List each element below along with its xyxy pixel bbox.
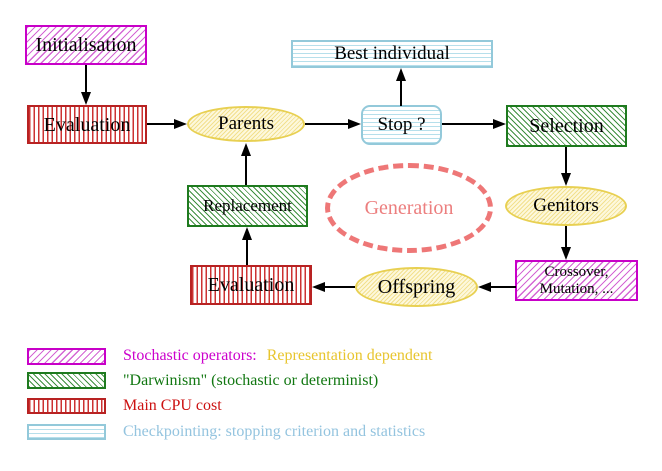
legend-swatch-stochastic (27, 348, 106, 365)
node-replacement-label: Replacement (203, 195, 292, 215)
node-selection-label: Selection (529, 115, 604, 137)
arrow-genitors-to-crossover-line (565, 226, 567, 249)
arrow-replacement-to-parents-head (241, 143, 251, 156)
node-evaluation-bottom-label: Evaluation (207, 274, 295, 296)
node-offspring: Offspring (355, 267, 478, 307)
arrow-parents-to-stop-line (305, 123, 350, 125)
arrow-stop-to-selection-head (493, 119, 506, 129)
generation-cycle-ellipse: Generation (325, 163, 493, 253)
node-selection: Selection (506, 105, 627, 147)
node-mutation-label: Mutation, ... (539, 280, 614, 297)
legend-stochastic-text: Stochastic operators: (123, 347, 257, 364)
arrow-crossover-to-offspring-head (478, 282, 491, 292)
node-crossover-mutation: Crossover, Mutation, ... (515, 260, 638, 301)
legend-swatch-cpu-cost (27, 398, 106, 414)
arrow-selection-to-genitors-head (561, 173, 571, 186)
arrow-stop-to-best-line (400, 80, 402, 106)
node-parents-label: Parents (218, 112, 274, 134)
node-stop: Stop ? (361, 105, 442, 145)
node-best-individual-label: Best individual (334, 42, 450, 64)
legend-swatch-checkpointing (27, 424, 106, 440)
arrow-selection-to-genitors-line (565, 147, 567, 175)
node-genitors: Genitors (505, 186, 627, 226)
legend-representation-text: Representation dependent (266, 347, 433, 364)
arrow-stop-to-best-head (396, 68, 406, 81)
node-replacement: Replacement (187, 185, 308, 227)
node-crossover-label: Crossover, (544, 264, 609, 280)
node-stop-label: Stop ? (377, 113, 426, 135)
arrow-stop-to-selection-line (442, 123, 495, 125)
legend-label-checkpointing: Checkpointing: stopping criterion and st… (123, 423, 426, 440)
arrow-crossover-to-offspring-line (490, 286, 516, 288)
arrow-eval-to-replacement-head (242, 227, 252, 240)
node-initialisation: Initialisation (25, 25, 147, 65)
arrow-replacement-to-parents-line (245, 155, 247, 185)
node-evaluation-top: Evaluation (27, 105, 147, 144)
node-evaluation-top-label: Evaluation (43, 113, 131, 136)
arrow-offspring-to-eval-line (324, 286, 355, 288)
node-offspring-label: Offspring (377, 276, 456, 298)
arrow-init-to-eval-line (85, 65, 87, 94)
node-best-individual: Best individual (291, 40, 493, 68)
legend-label-stochastic: Stochastic operators: Representation dep… (123, 347, 432, 365)
arrow-eval-to-replacement-line (246, 239, 248, 265)
arrow-offspring-to-eval-head (312, 282, 325, 292)
node-initialisation-label: Initialisation (35, 34, 137, 56)
node-parents: Parents (187, 106, 305, 142)
node-evaluation-bottom: Evaluation (190, 265, 312, 305)
node-genitors-label: Genitors (533, 194, 599, 216)
legend-label-darwinism: "Darwinism" (stochastic or determinist) (123, 372, 379, 389)
arrow-parents-to-stop-head (348, 119, 361, 129)
legend-label-cpu-cost: Main CPU cost (123, 397, 222, 414)
legend-swatch-darwinism (27, 372, 106, 389)
arrow-init-to-eval-head (81, 92, 91, 105)
arrow-eval-to-parents-head (174, 119, 187, 129)
arrow-genitors-to-crossover-head (561, 247, 571, 260)
generation-label: Generation (364, 196, 454, 219)
arrow-eval-to-parents-line (147, 123, 176, 125)
